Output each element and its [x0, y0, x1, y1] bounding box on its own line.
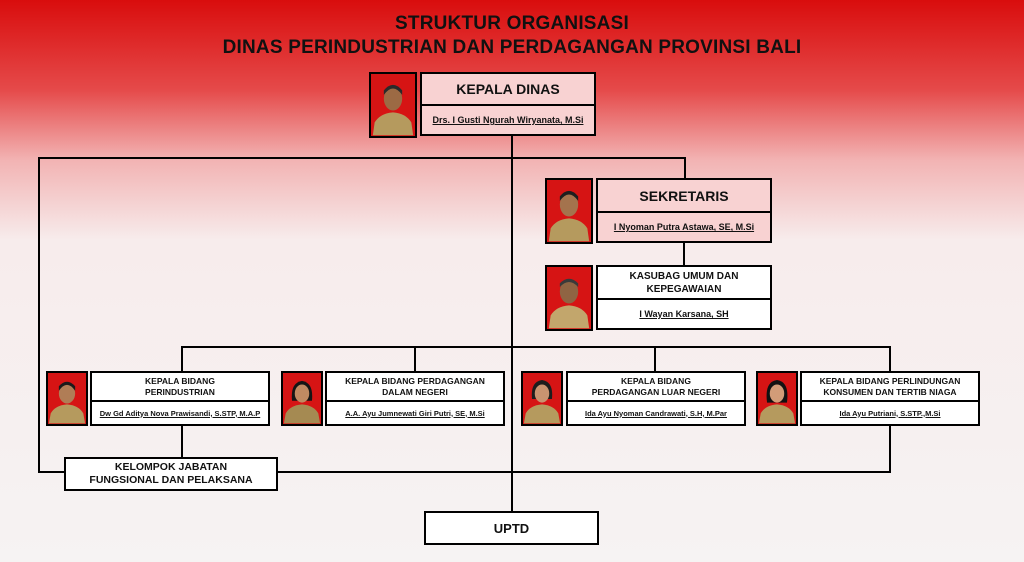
connector-bidang3-drop: [654, 346, 656, 371]
connector-main-vertical: [511, 135, 513, 512]
connector-top-horizontal: [38, 157, 686, 159]
kepala-dinas-name: Drs. I Gusti Ngurah Wiryanata, M.Si: [432, 115, 584, 125]
sekretaris-name: I Nyoman Putra Astawa, SE, M.Si: [613, 222, 755, 232]
bidang-luar-negeri-box: KEPALA BIDANG PERDAGANGAN LUAR NEGERI Id…: [566, 371, 746, 426]
connector-left-vertical: [38, 157, 40, 473]
sekretaris-role: SEKRETARIS: [639, 187, 729, 204]
connector-left-bottom: [38, 471, 68, 473]
connector-bidang-horizontal: [181, 346, 891, 348]
uptd-box: UPTD: [424, 511, 599, 545]
kepala-dinas-role: KEPALA DINAS: [456, 81, 560, 97]
bidang-perlindungan-role: KEPALA BIDANG PERLINDUNGAN KONSUMEN DAN …: [819, 375, 961, 397]
person-icon: [48, 373, 86, 424]
bidang-dalam-negeri-box: KEPALA BIDANG PERDAGANGAN DALAM NEGERI A…: [325, 371, 505, 426]
kasubag-photo: [545, 265, 593, 331]
sekretaris-photo: [545, 178, 593, 244]
chart-title: STRUKTUR ORGANISASI: [395, 13, 629, 34]
bidang-perindustrian-name: Dw Gd Aditya Nova Prawisandi, S.STP, M.A…: [99, 408, 261, 418]
person-icon: [523, 373, 561, 424]
bidang-dalam-negeri-photo: [281, 371, 323, 426]
chart-subtitle: DINAS PERINDUSTRIAN DAN PERDAGANGAN PROV…: [222, 37, 802, 58]
bidang-dalam-negeri-role: KEPALA BIDANG PERDAGANGAN DALAM NEGERI: [345, 375, 485, 397]
connector-bidang1-drop: [181, 346, 183, 371]
person-icon: [283, 373, 321, 424]
connector-bidang1-to-kelompok: [181, 425, 183, 458]
bidang-luar-negeri-role: KEPALA BIDANG PERDAGANGAN LUAR NEGERI: [591, 375, 721, 397]
bidang-dalam-negeri-name: A.A. Ayu Jumnewati Giri Putri, SE, M.Si: [345, 408, 485, 418]
connector-sekretaris-drop: [684, 157, 686, 178]
person-icon: [547, 180, 591, 242]
kasubag-name: I Wayan Karsana, SH: [639, 309, 729, 319]
connector-right-vertical: [889, 425, 891, 473]
bidang-perindustrian-role: KEPALA BIDANG PERINDUSTRIAN: [145, 375, 215, 397]
person-icon: [371, 74, 415, 136]
person-icon: [758, 373, 796, 424]
bidang-luar-negeri-name: Ida Ayu Nyoman Candrawati, S.H, M.Par: [585, 408, 727, 418]
person-icon: [547, 267, 591, 329]
kepala-dinas-box: KEPALA DINAS Drs. I Gusti Ngurah Wiryana…: [420, 72, 596, 136]
bidang-perindustrian-box: KEPALA BIDANG PERINDUSTRIAN Dw Gd Aditya…: [90, 371, 270, 426]
connector-bidang2-drop: [414, 346, 416, 371]
connector-right-bottom: [276, 471, 891, 473]
sekretaris-box: SEKRETARIS I Nyoman Putra Astawa, SE, M.…: [596, 178, 772, 243]
bidang-perlindungan-box: KEPALA BIDANG PERLINDUNGAN KONSUMEN DAN …: [800, 371, 980, 426]
connector-kasubag-drop: [683, 243, 685, 265]
kasubag-box: KASUBAG UMUM DAN KEPEGAWAIAN I Wayan Kar…: [596, 265, 772, 330]
bidang-perlindungan-name: Ida Ayu Putriani, S.STP.,M.Si: [839, 408, 941, 418]
kelompok-jabatan-box: KELOMPOK JABATAN FUNGSIONAL DAN PELAKSAN…: [64, 457, 278, 491]
kepala-dinas-photo: [369, 72, 417, 138]
bidang-luar-negeri-photo: [521, 371, 563, 426]
kasubag-role: KASUBAG UMUM DAN KEPEGAWAIAN: [629, 270, 739, 295]
bidang-perindustrian-photo: [46, 371, 88, 426]
connector-bidang4-drop: [889, 346, 891, 371]
bidang-perlindungan-photo: [756, 371, 798, 426]
